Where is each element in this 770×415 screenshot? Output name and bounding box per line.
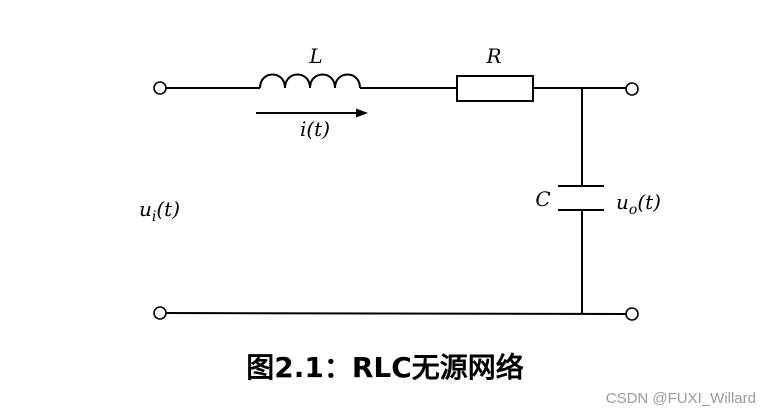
output-voltage-arg: (t) — [637, 190, 661, 214]
input-voltage-base: u — [139, 197, 152, 221]
watermark: CSDN @FUXI_Willard — [605, 390, 756, 407]
terminal-bottom-left — [153, 306, 167, 320]
input-voltage-arg: (t) — [156, 197, 180, 221]
inductor-label: L — [308, 44, 322, 68]
terminal-top-left — [153, 81, 167, 95]
wire-bottom — [165, 312, 627, 315]
terminal-top-right — [625, 82, 639, 96]
inductor-symbol — [259, 73, 361, 89]
current-label: i(t) — [300, 117, 330, 141]
resistor-label: R — [485, 44, 501, 68]
output-voltage-sub: o — [629, 202, 637, 218]
input-voltage-label: ui(t) — [139, 197, 180, 225]
output-voltage-label: uo(t) — [616, 190, 661, 218]
output-voltage-base: u — [616, 190, 629, 214]
resistor-symbol — [456, 75, 534, 102]
figure-caption: 图2.1：RLC无源网络 — [246, 351, 524, 384]
terminal-bottom-right — [625, 307, 639, 321]
capacitor-label: C — [535, 187, 550, 211]
current-arrow-head — [356, 108, 368, 118]
input-voltage-sub: i — [152, 209, 156, 225]
